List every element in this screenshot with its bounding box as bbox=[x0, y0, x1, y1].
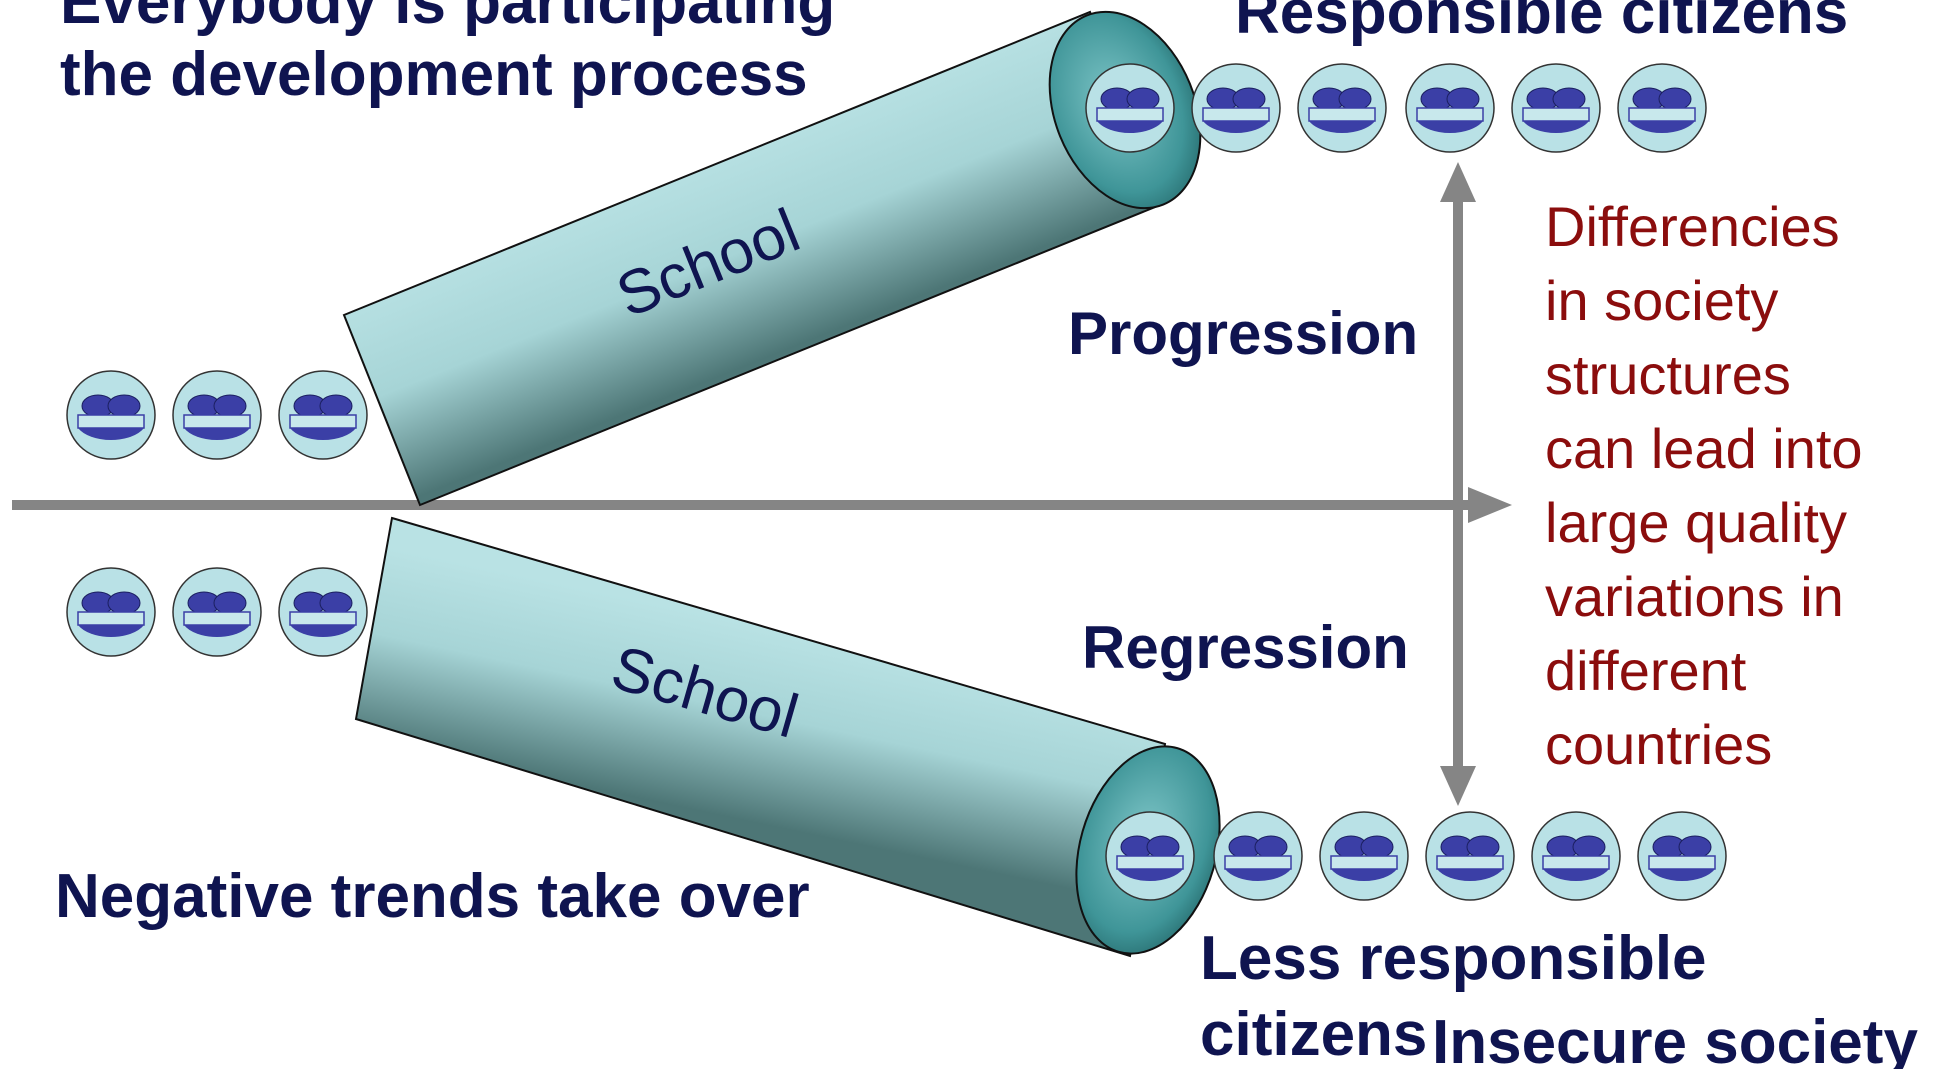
note-line: large quality bbox=[1545, 491, 1847, 554]
note-line: countries bbox=[1545, 713, 1773, 776]
progression-label: Progression bbox=[1068, 300, 1419, 367]
note-text-block: Differencies in society structures can l… bbox=[1545, 190, 1863, 782]
less-responsible-label-line2: citizens bbox=[1200, 1000, 1428, 1069]
upper-school-tube: School bbox=[342, 10, 1202, 507]
vertical-arrowhead-up bbox=[1440, 162, 1476, 202]
smiley-face-icon bbox=[1105, 811, 1195, 901]
smiley-face-icon bbox=[66, 567, 156, 657]
smiley-face-icon bbox=[278, 567, 368, 657]
smiley-face-icon bbox=[172, 370, 262, 460]
insecure-society-label: Insecure society bbox=[1432, 1008, 1918, 1069]
regression-label: Regression bbox=[1082, 614, 1409, 681]
note-line: Differencies bbox=[1545, 195, 1840, 258]
note-line: can lead into bbox=[1545, 417, 1863, 480]
smiley-face-icon bbox=[1425, 811, 1515, 901]
horizontal-arrowhead bbox=[1468, 487, 1512, 523]
less-responsible-label-line1: Less responsible bbox=[1200, 924, 1707, 993]
smiley-face-icon bbox=[1085, 63, 1175, 153]
top-heading-line1: Everybody is participating bbox=[60, 0, 836, 37]
left-lower-people-group bbox=[66, 567, 368, 657]
smiley-face-icon bbox=[1191, 63, 1281, 153]
smiley-face-icon bbox=[1617, 63, 1707, 153]
smiley-face-icon bbox=[1213, 811, 1303, 901]
left-upper-people-group bbox=[66, 370, 368, 460]
smiley-face-icon bbox=[1405, 63, 1495, 153]
note-line: different bbox=[1545, 639, 1747, 702]
smiley-face-icon bbox=[1297, 63, 1387, 153]
smiley-face-icon bbox=[1511, 63, 1601, 153]
lower-school-tube: School bbox=[354, 516, 1221, 958]
vertical-arrowhead-down bbox=[1440, 766, 1476, 806]
responsible-citizens-label: Responsible citizens bbox=[1235, 0, 1849, 47]
top-heading-line2: the development process bbox=[60, 40, 808, 109]
smiley-face-icon bbox=[66, 370, 156, 460]
smiley-face-icon bbox=[1637, 811, 1727, 901]
bottom-heading: Negative trends take over bbox=[55, 862, 810, 931]
smiley-face-icon bbox=[1319, 811, 1409, 901]
smiley-face-icon bbox=[278, 370, 368, 460]
note-line: in society bbox=[1545, 269, 1779, 332]
smiley-face-icon bbox=[1531, 811, 1621, 901]
note-line: variations in bbox=[1545, 565, 1844, 628]
smiley-face-icon bbox=[172, 567, 262, 657]
note-line: structures bbox=[1545, 343, 1791, 406]
